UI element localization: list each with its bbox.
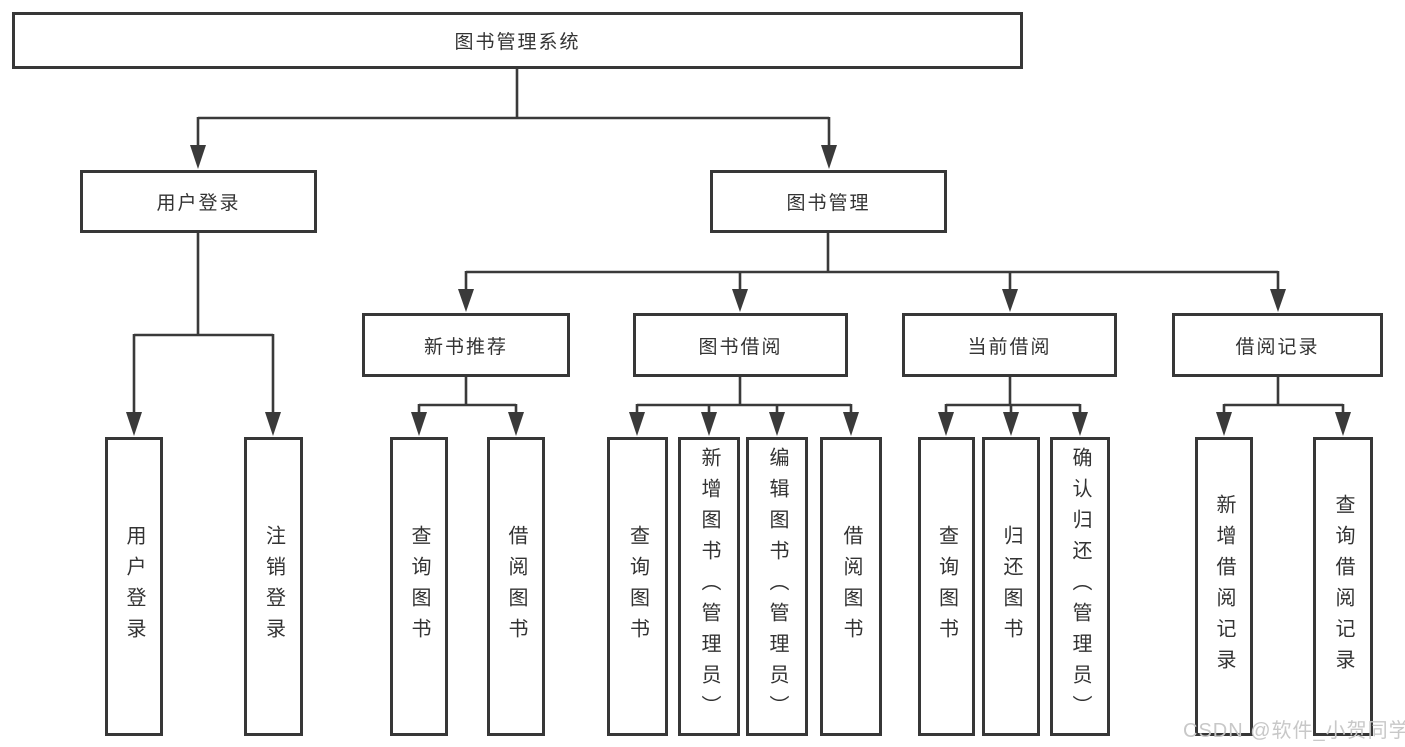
leaf-add-book-admin-label: 新增图书（管理员） bbox=[698, 447, 720, 726]
node-current-borrow-label: 当前借阅 bbox=[967, 336, 1052, 358]
leaf-borrow-book-2-label: 借阅图书 bbox=[840, 524, 862, 649]
node-book-management: 图书管理 bbox=[710, 170, 947, 233]
leaf-logout-label: 注销登录 bbox=[262, 524, 285, 649]
leaf-add-borrow-record-label: 新增借阅记录 bbox=[1213, 493, 1235, 680]
node-new-book-recommend: 新书推荐 bbox=[362, 313, 570, 377]
leaf-query-book-3-label: 查询图书 bbox=[935, 524, 958, 649]
leaf-query-book-2-label: 查询图书 bbox=[626, 524, 649, 649]
leaf-user-login-label: 用户登录 bbox=[123, 524, 145, 649]
leaf-confirm-return-admin-label: 确认归还（管理员） bbox=[1069, 447, 1091, 726]
leaf-user-login: 用户登录 bbox=[105, 437, 163, 736]
node-borrow-record-label: 借阅记录 bbox=[1235, 336, 1320, 358]
leaf-add-book-admin: 新增图书（管理员） bbox=[678, 437, 740, 736]
node-user-login-label: 用户登录 bbox=[156, 193, 241, 214]
node-current-borrow: 当前借阅 bbox=[902, 313, 1117, 377]
leaf-return-book-label: 归还图书 bbox=[1000, 524, 1022, 649]
leaf-add-borrow-record: 新增借阅记录 bbox=[1195, 437, 1253, 736]
node-user-login: 用户登录 bbox=[80, 170, 317, 233]
leaf-borrow-book-1: 借阅图书 bbox=[487, 437, 545, 736]
node-root-label: 图书管理系统 bbox=[454, 32, 581, 53]
leaf-edit-book-admin: 编辑图书（管理员） bbox=[746, 437, 808, 736]
node-book-management-label: 图书管理 bbox=[786, 193, 871, 214]
leaf-query-book-1-label: 查询图书 bbox=[408, 524, 430, 649]
node-root-system: 图书管理系统 bbox=[12, 12, 1023, 69]
leaf-query-borrow-record: 查询借阅记录 bbox=[1313, 437, 1373, 736]
leaf-query-book-2: 查询图书 bbox=[607, 437, 668, 736]
leaf-edit-book-admin-label: 编辑图书（管理员） bbox=[766, 447, 788, 726]
leaf-confirm-return-admin: 确认归还（管理员） bbox=[1050, 437, 1110, 736]
leaf-query-book-3: 查询图书 bbox=[918, 437, 975, 736]
leaf-borrow-book-1-label: 借阅图书 bbox=[505, 524, 527, 649]
node-borrow-record: 借阅记录 bbox=[1172, 313, 1383, 377]
node-book-borrow: 图书借阅 bbox=[633, 313, 848, 377]
leaf-return-book: 归还图书 bbox=[982, 437, 1040, 736]
leaf-borrow-book-2: 借阅图书 bbox=[820, 437, 882, 736]
leaf-query-book-1: 查询图书 bbox=[390, 437, 448, 736]
leaf-logout: 注销登录 bbox=[244, 437, 303, 736]
node-book-borrow-label: 图书借阅 bbox=[698, 336, 783, 358]
leaf-query-borrow-record-label: 查询借阅记录 bbox=[1332, 493, 1354, 680]
node-new-book-recommend-label: 新书推荐 bbox=[423, 336, 508, 358]
